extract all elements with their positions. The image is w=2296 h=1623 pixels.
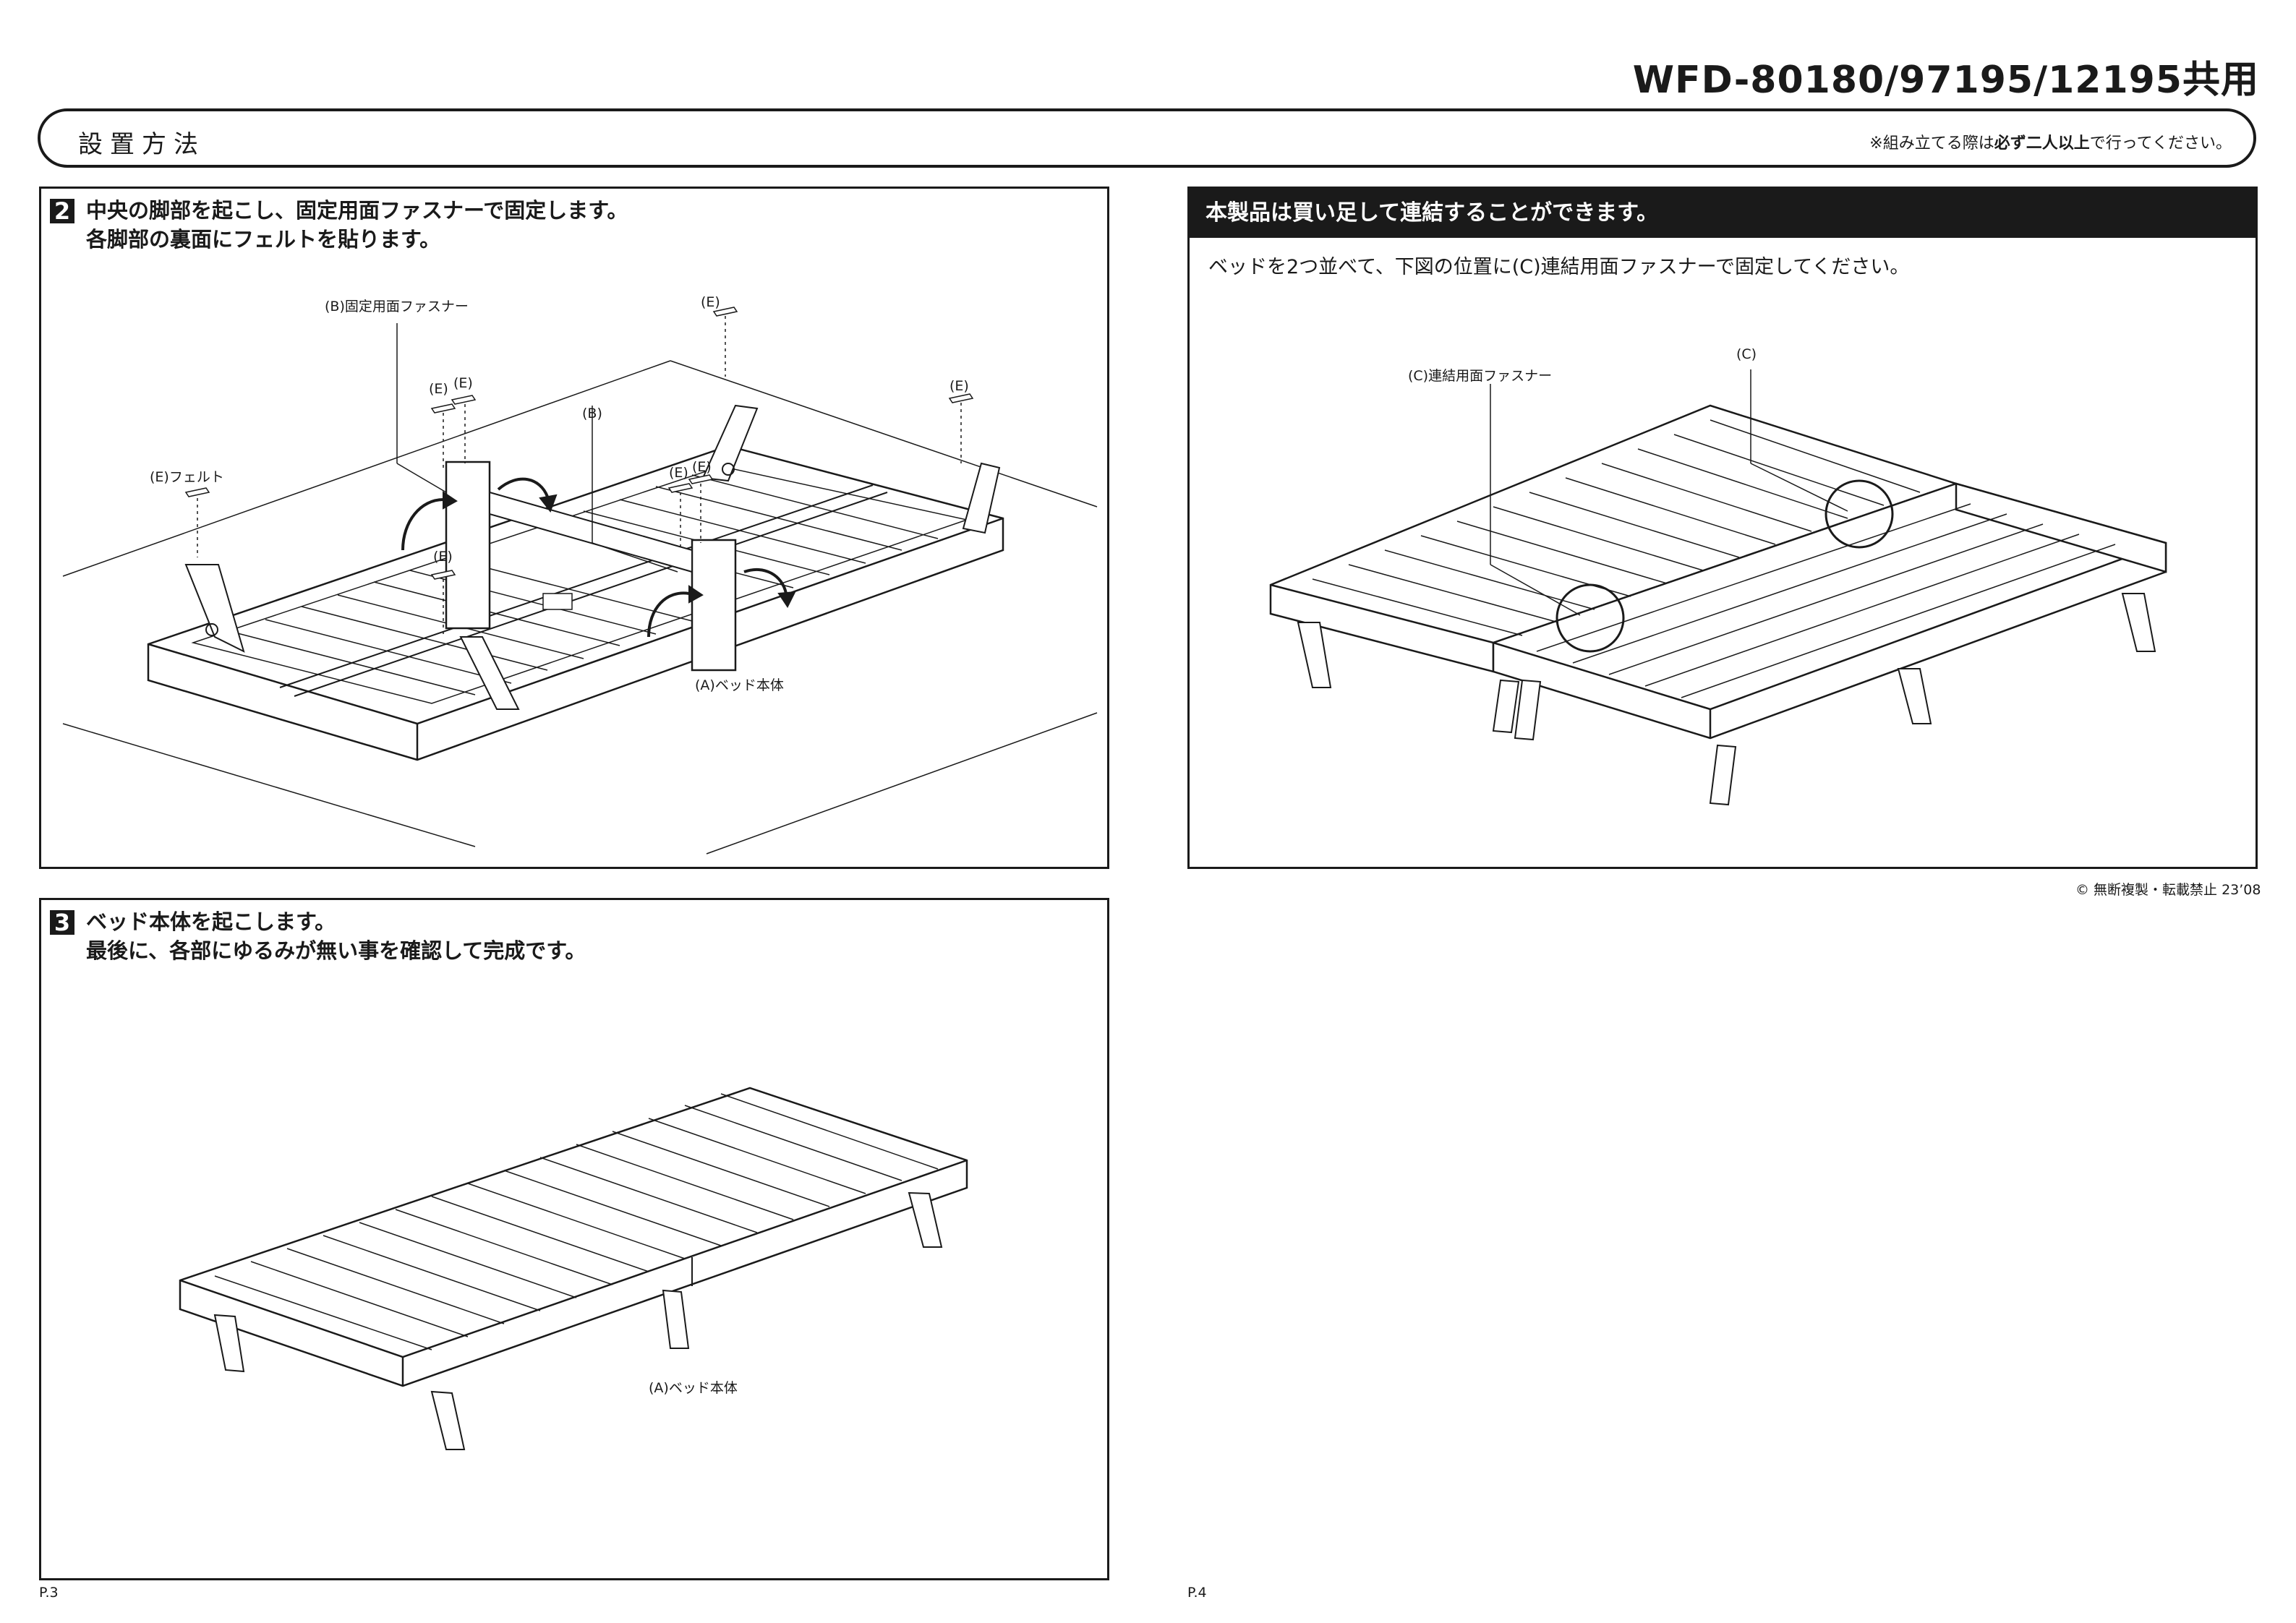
label-c: (C) bbox=[1736, 346, 1757, 362]
connect-illustration bbox=[1269, 369, 2167, 806]
step3-instruction-1: ベッド本体を起こします。 bbox=[86, 909, 336, 934]
label-e-lower: (E) bbox=[433, 549, 453, 565]
step2-panel: 2 中央の脚部を起こし、固定用面ファスナーで固定します。 各脚部の裏面にフェルト… bbox=[39, 187, 1109, 869]
connect-panel: 本製品は買い足して連結することができます。 ベッドを2つ並べて、下図の位置に(C… bbox=[1187, 187, 2258, 869]
label-b: (B) bbox=[582, 406, 602, 421]
label-e-top: (E) bbox=[701, 294, 720, 310]
assembly-note: ※組み立てる際は必ず二人以上で行ってください。 bbox=[1869, 130, 2232, 153]
page-number-right: P.4 bbox=[1187, 1585, 1207, 1601]
connect-heading: 本製品は買い足して連結することができます。 bbox=[1190, 189, 2256, 238]
section-header: 設置方法 ※組み立てる際は必ず二人以上で行ってください。 bbox=[38, 108, 2256, 168]
note-suffix: で行ってください。 bbox=[2089, 134, 2232, 153]
label-e-left1: (E) bbox=[429, 381, 448, 397]
label-connect-fastener: (C)連結用面ファスナー bbox=[1408, 368, 1553, 384]
note-prefix: ※組み立てる際は bbox=[1869, 134, 1994, 153]
note-bold: 必ず二人以上 bbox=[1994, 134, 2090, 153]
label-e-left2: (E) bbox=[453, 375, 473, 391]
page-number-left: P.3 bbox=[39, 1585, 59, 1601]
step3-illustration bbox=[179, 1087, 968, 1450]
label-fastener-b: (B)固定用面ファスナー bbox=[325, 299, 469, 314]
connect-description: ベッドを2つ並べて、下図の位置に(C)連結用面ファスナーで固定してください。 bbox=[1208, 256, 1910, 278]
step2-instruction-1: 中央の脚部を起こし、固定用面ファスナーで固定します。 bbox=[86, 198, 628, 223]
copyright: © 無断複製・転載禁止 23’08 bbox=[2075, 882, 2261, 898]
step3-panel: 3 ベッド本体を起こします。 最後に、各部にゆるみが無い事を確認して完成です。 bbox=[39, 898, 1109, 1580]
label-e-mid2: (E) bbox=[692, 459, 712, 475]
step3-instruction-2: 最後に、各部にゆるみが無い事を確認して完成です。 bbox=[86, 938, 586, 963]
label-bed-body: (A)ベッド本体 bbox=[695, 677, 784, 693]
step2-instruction-2: 各脚部の裏面にフェルトを貼ります。 bbox=[86, 227, 441, 252]
label-felt: (E)フェルト bbox=[150, 469, 224, 485]
step2-illustration bbox=[62, 307, 1098, 855]
section-title: 設置方法 bbox=[78, 130, 205, 159]
label-e-mid1: (E) bbox=[669, 465, 688, 481]
step2-number: 2 bbox=[50, 199, 74, 223]
label-e-right: (E) bbox=[949, 378, 969, 394]
model-title: WFD-80180/97195/12195共用 bbox=[1632, 59, 2259, 102]
step3-number: 3 bbox=[50, 910, 74, 935]
label-step3-bed: (A)ベッド本体 bbox=[649, 1380, 738, 1396]
